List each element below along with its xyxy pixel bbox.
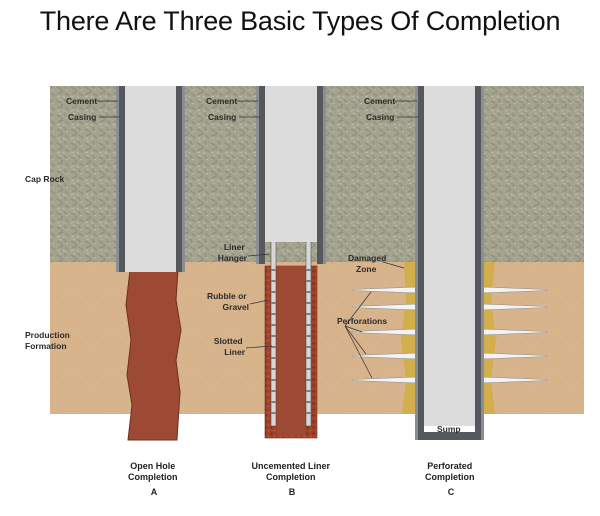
liner-bore: [277, 266, 305, 436]
perforated-completion: [351, 86, 548, 440]
slotted-liner-label: Slotted Liner: [214, 336, 246, 357]
casing-left-wall: [116, 86, 125, 272]
damaged-zone-label: Damaged Zone: [348, 253, 389, 274]
cement-label-c: Cement: [364, 96, 395, 106]
rubble-or-gravel-label: Rubble or Gravel: [207, 291, 249, 312]
liner-left: [270, 239, 277, 427]
perforations-label: Perforations: [337, 316, 387, 326]
caption-a: Open Hole Completion A: [128, 461, 180, 497]
page-title: There Are Three Basic Types Of Completio…: [39, 6, 561, 36]
casing-label-a: Casing: [68, 112, 96, 122]
caption-c: Perforated Completion C: [425, 461, 477, 497]
cement-label-a: Cement: [66, 96, 97, 106]
cement-label-b: Cement: [206, 96, 237, 106]
liner-hanger-label: Liner Hanger: [218, 242, 248, 263]
casing-bore: [265, 86, 317, 242]
caption-b: Uncemented Liner Completion B: [251, 461, 332, 497]
liner-right: [305, 239, 312, 427]
casing-right-wall: [475, 86, 484, 440]
damaged-zone-right: [484, 262, 496, 414]
open-hole-borehole: [125, 269, 182, 441]
open-hole-completion: [116, 86, 185, 441]
casing-left-wall: [256, 86, 265, 264]
cap-rock-label: Cap Rock: [25, 174, 64, 184]
casing-label-b: Casing: [208, 112, 236, 122]
casing-bore: [125, 86, 176, 272]
damaged-zone-left: [401, 262, 415, 414]
casing-bottom: [415, 432, 484, 440]
casing-left-wall: [415, 86, 424, 440]
casing-bore: [424, 86, 475, 426]
casing-label-c: Casing: [366, 112, 394, 122]
sump-label: Sump: [437, 424, 461, 434]
leader-lines: [97, 100, 419, 379]
uncemented-liner-completion: [256, 86, 326, 439]
production-formation-label: Production Formation: [25, 330, 72, 351]
casing-right-wall: [176, 86, 185, 272]
casing-right-wall: [317, 86, 326, 264]
